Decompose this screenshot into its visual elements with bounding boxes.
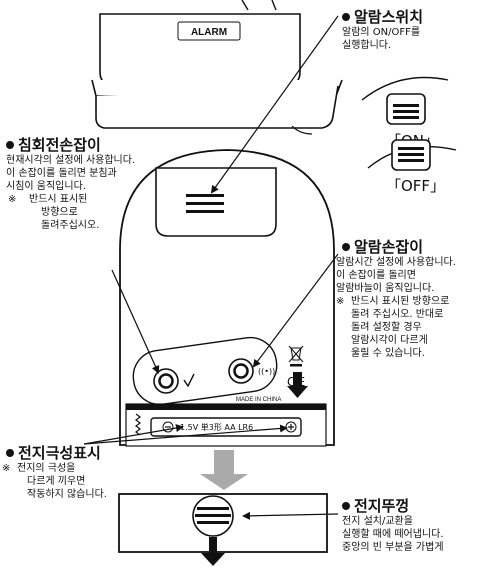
alarm-switch-title: 알람스위치	[354, 8, 424, 26]
time-knob-icon	[153, 368, 195, 394]
battery-cover-desc-line: 실행할 때에 떼어냅니다.	[342, 529, 444, 540]
made-in-label: MADE IN CHINA	[236, 397, 281, 403]
time-knob-note-line: 돌려주십시오.	[41, 220, 100, 231]
alarm-switch-desc-line: 실행합니다.	[342, 40, 392, 51]
alarm-knob-note-line: 울릴 수 있습니다.	[351, 348, 425, 359]
note-mark: ※	[336, 296, 345, 307]
polarity-note-line: 작동하지 않습니다.	[27, 489, 107, 500]
note-mark: ※	[8, 194, 17, 205]
gray-arrow-icon	[200, 450, 248, 490]
polarity-callout: 전지극성표시 ※ 전지의 극성을 다르게 끼우면 작동하지 않습니다.	[2, 444, 107, 501]
time-knob-note-line: 방향으로	[41, 207, 78, 218]
polarity-note-line: 다르게 끼우면	[27, 476, 86, 487]
alarm-knob-note-line: 알람시각이 다르게	[351, 335, 428, 346]
alarm-knob-callout: 알람손잡이 알람시간 설정에 사용합니다. 이 손잡이를 돌리면 알람바늘이 움…	[336, 238, 456, 360]
time-knob-title: 침회전손잡이	[18, 136, 101, 154]
bullet-dot	[6, 141, 14, 149]
alarm-switch-desc-line: 알람의 ON/OFF를	[342, 27, 421, 38]
alarm-knob-note-line: 돌려 설정할 경우	[351, 322, 422, 333]
trash-bin-icon	[288, 345, 304, 367]
polarity-note-line: 전지의 극성을	[17, 463, 76, 474]
down-arrow-icon	[287, 372, 308, 398]
switch-off-detail: 「OFF」	[367, 139, 457, 195]
alarm-switch-callout: 알람스위치 알람의 ON/OFF를 실행합니다.	[342, 8, 423, 52]
bullet-dot	[6, 449, 14, 457]
battery-spec-label: 1.5V 単3形 AA LR6	[180, 422, 253, 432]
battery-cover-title: 전지뚜껑	[354, 497, 410, 515]
battery-cover	[118, 493, 328, 566]
time-knob-callout: 침회전손잡이 현재시각의 설정에 사용합니다. 이 손잡이를 돌리면 분침과 시…	[6, 136, 135, 232]
bullet-dot	[342, 502, 350, 510]
time-knob-note-line: 반드시 표시된	[29, 194, 88, 205]
battery-cover-desc-line: 전지 설치/교환을	[342, 516, 413, 527]
time-knob-desc-line: 시침이 움직입니다.	[6, 181, 86, 192]
clock-top-view: ALARM	[91, 0, 343, 135]
time-knob-desc-line: 이 손잡이를 돌리면 분침과	[6, 168, 117, 179]
battery-cover-callout: 전지뚜껑 전지 설치/교환을 실행할 때에 떼어냅니다. 중앙의 빈 부분을 가…	[342, 497, 444, 554]
clock-back-body: ((•)) CE MADE IN CHINA 1.5V 単3形 AA LR6	[119, 149, 335, 447]
alarm-knob-title: 알람손잡이	[354, 238, 424, 256]
alarm-knob-note-line: 돌려 주십시오. 반대로	[351, 309, 444, 320]
switch-off-label: 「OFF」	[386, 177, 445, 195]
alarm-knob-desc-line: 알람시간 설정에 사용합니다.	[336, 257, 456, 268]
bullet-dot	[342, 243, 350, 251]
leader-lines	[83, 15, 339, 520]
switch-on-detail: 「ON」	[361, 76, 449, 150]
polarity-title: 전지극성표시	[18, 444, 101, 462]
note-mark: ※	[2, 463, 11, 474]
time-knob-desc-line: 현재시각의 설정에 사용합니다.	[6, 155, 136, 166]
alarm-top-label: ALARM	[191, 27, 227, 38]
bullet-dot	[342, 13, 350, 21]
alarm-knob-note-line: 반드시 표시된 방향으로	[351, 296, 450, 307]
alarm-knob-icon: ((•))	[228, 358, 275, 384]
battery-cover-desc-line: 중앙의 빈 부분을 가볍게	[342, 542, 444, 553]
svg-text:((•)): ((•))	[258, 367, 275, 376]
alarm-knob-desc-line: 알람바늘이 움직입니다.	[336, 283, 435, 294]
alarm-knob-desc-line: 이 손잡이를 돌리면	[336, 270, 416, 281]
